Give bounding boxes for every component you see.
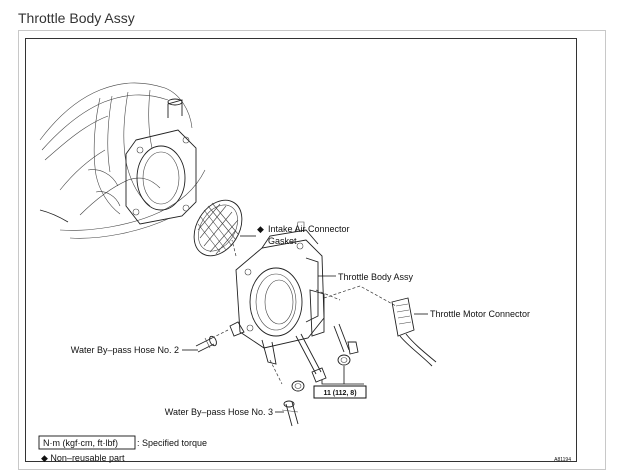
leader-lines (182, 235, 428, 413)
legend-nonreusable: ◆ Non–reusable part (41, 453, 125, 463)
motor-connector-drawing (391, 297, 437, 367)
torque-spec-value: 11 (112, 8) (323, 390, 356, 397)
motor-connector-label: Throttle Motor Connector (430, 309, 530, 319)
throttle-body-drawing (229, 221, 325, 365)
page-title: Throttle Body Assy (18, 10, 135, 26)
intake-connector-diamond: ◆ (257, 224, 264, 234)
gasket-label: Gasket (268, 236, 297, 246)
hose3-drawing (281, 400, 299, 427)
alignment-lines (211, 239, 397, 385)
throttle-body-label: Throttle Body Assy (338, 272, 414, 282)
legend-torque-unit-box (38, 435, 136, 450)
fastener-drawings (291, 323, 359, 392)
legend-torque-description: : Specified torque (137, 438, 207, 448)
hose2-label: Water By–pass Hose No. 2 (71, 345, 179, 355)
intake-manifold-drawing (39, 82, 206, 239)
figure-code: A81194 (554, 457, 571, 463)
hose2-drawing (195, 335, 217, 353)
hose3-label: Water By–pass Hose No. 3 (165, 407, 273, 417)
gasket-drawing (193, 199, 243, 257)
torque-spec-box (313, 385, 367, 399)
legend-torque-unit: N·m (kgf·cm, ft·lbf) (43, 438, 118, 448)
figure-border (25, 38, 577, 462)
intake-connector-label: Intake Air Connector (268, 224, 350, 234)
